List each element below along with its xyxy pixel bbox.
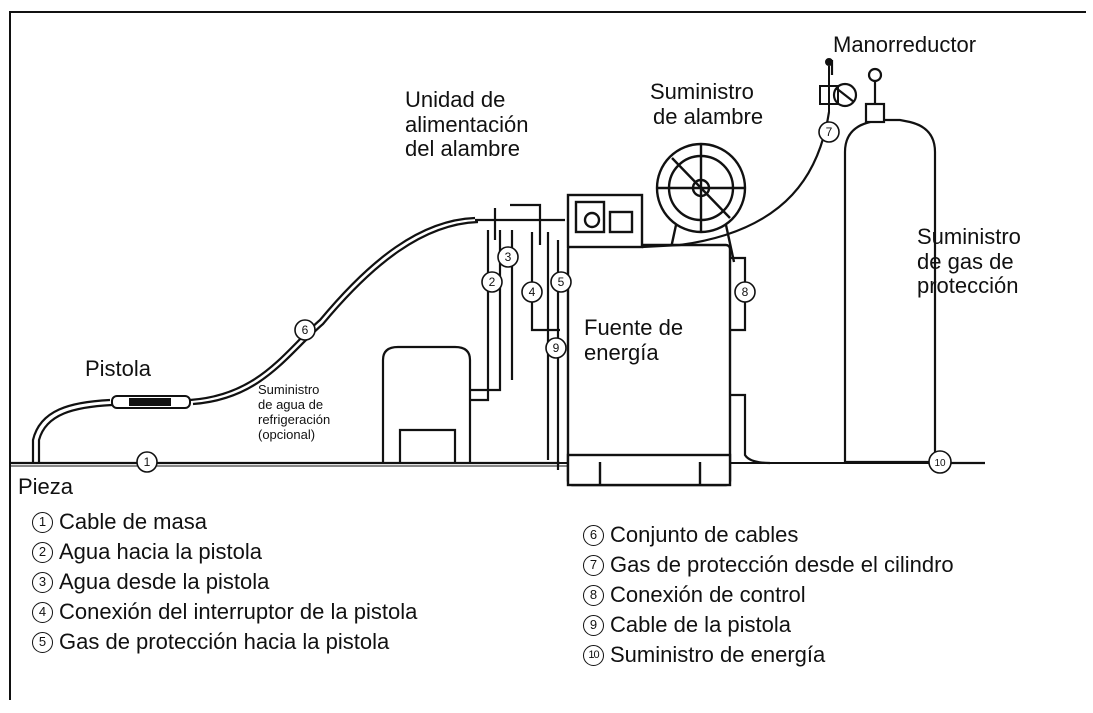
legend-text-8: Conexión de control bbox=[610, 582, 806, 607]
legend-text-3: Agua desde la pistola bbox=[59, 569, 270, 594]
legend-num-6: 6 bbox=[583, 524, 604, 546]
legend-item-8: 8 Conexión de control bbox=[583, 580, 954, 610]
legend-text-4: Conexión del interruptor de la pistola bbox=[59, 599, 418, 624]
legend-item-7: 7 Gas de protección desde el cilindro bbox=[583, 550, 954, 580]
label-wire-supply-line2: de alambre bbox=[653, 103, 764, 129]
legend-text-5: Gas de protección hacia la pistola bbox=[59, 629, 390, 654]
label-cooling: Suministro de agua de refrigeración (opc… bbox=[258, 382, 331, 443]
label-wire-feed-unit: Unidad de alimentación del alambre bbox=[405, 87, 529, 162]
legend-item-5: 5 Gas de protección hacia la pistola bbox=[32, 627, 417, 657]
marker-9: 9 bbox=[545, 337, 567, 359]
power-source-unit bbox=[566, 193, 732, 487]
legend-text-1: Cable de masa bbox=[59, 509, 207, 534]
legend-num-8: 8 bbox=[583, 584, 604, 606]
label-cooling-line4: (opcional) bbox=[258, 426, 316, 442]
legend-item-9: 9 Cable de la pistola bbox=[583, 610, 954, 640]
legend-text-7: Gas de protección desde el cilindro bbox=[610, 552, 954, 577]
legend-text-2: Agua hacia la pistola bbox=[59, 539, 263, 564]
marker-4-text: 4 bbox=[529, 285, 536, 299]
marker-2-text: 2 bbox=[489, 275, 496, 289]
label-wire-supply: Suministro de alambre bbox=[650, 79, 764, 129]
label-wire-feed-unit-line2: alimentación bbox=[405, 111, 529, 137]
marker-7: 7 bbox=[818, 121, 840, 143]
marker-3-text: 3 bbox=[505, 250, 512, 264]
label-wire-supply-line1: Suministro bbox=[650, 79, 754, 104]
marker-8: 8 bbox=[734, 281, 756, 303]
marker-5-text: 5 bbox=[558, 275, 565, 289]
legend-num-3: 3 bbox=[32, 571, 53, 593]
legend-text-9: Cable de la pistola bbox=[610, 612, 792, 637]
label-cooling-line1: Suministro bbox=[258, 382, 320, 397]
marker-4: 4 bbox=[521, 281, 543, 303]
marker-1: 1 bbox=[136, 451, 158, 473]
label-wire-feed-unit-line1: Unidad de bbox=[405, 87, 506, 112]
label-power-source: Fuente de energía bbox=[584, 315, 684, 365]
legend-item-1: 1 Cable de masa bbox=[32, 507, 417, 537]
label-wire-feed-unit-line3: del alambre bbox=[405, 136, 520, 162]
legend-item-6: 6 Conjunto de cables bbox=[583, 520, 954, 550]
label-gas-supply-line3: protección bbox=[917, 273, 1019, 299]
marker-10-text: 10 bbox=[934, 458, 946, 469]
wire-spool bbox=[655, 142, 747, 263]
legend-num-4: 4 bbox=[32, 601, 53, 623]
legend-right: 6 Conjunto de cables 7 Gas de protección d… bbox=[583, 520, 954, 670]
legend-text-6: Conjunto de cables bbox=[610, 522, 799, 547]
label-workpiece: Pieza bbox=[18, 474, 74, 499]
legend-num-7: 7 bbox=[583, 554, 604, 576]
label-gas-supply-line2: de gas de bbox=[917, 248, 1014, 274]
label-gun: Pistola bbox=[85, 356, 152, 381]
welding-gun bbox=[111, 395, 191, 409]
cooling-unit bbox=[381, 345, 472, 463]
marker-9-text: 9 bbox=[553, 341, 560, 355]
label-manometer: Manorreductor bbox=[833, 32, 977, 57]
legend-item-4: 4 Conexión del interruptor de la pistola bbox=[32, 597, 417, 627]
legend-text-10: Suministro de energía bbox=[610, 642, 826, 667]
pressure-regulator bbox=[819, 58, 839, 112]
label-gas-supply-line1: Suministro bbox=[917, 224, 1021, 249]
marker-7-text: 7 bbox=[826, 125, 833, 139]
legend-num-10: 10 bbox=[583, 644, 604, 666]
marker-8-text: 8 bbox=[742, 285, 749, 299]
legend-num-1: 1 bbox=[32, 511, 53, 533]
legend-num-9: 9 bbox=[583, 614, 604, 636]
legend-item-3: 3 Agua desde la pistola bbox=[32, 567, 417, 597]
marker-10: 10 bbox=[928, 450, 952, 474]
label-cooling-line3: refrigeración bbox=[258, 411, 331, 427]
marker-3: 3 bbox=[497, 246, 519, 268]
marker-6: 6 bbox=[294, 319, 316, 341]
legend-num-2: 2 bbox=[32, 541, 53, 563]
legend-item-2: 2 Agua hacia la pistola bbox=[32, 537, 417, 567]
marker-5: 5 bbox=[550, 271, 572, 293]
marker-1-text: 1 bbox=[144, 455, 151, 469]
marker-2: 2 bbox=[481, 271, 503, 293]
label-power-source-line2: energía bbox=[584, 339, 659, 365]
legend-num-5: 5 bbox=[32, 631, 53, 653]
label-power-source-line1: Fuente de bbox=[584, 315, 684, 340]
label-cooling-line2: de agua de bbox=[258, 396, 324, 412]
diagram-markers: 1 2 3 4 5 6 7 8 9 10 bbox=[136, 121, 952, 474]
diagram-frame bbox=[9, 11, 1086, 700]
legend-item-10: 10 Suministro de energía bbox=[583, 640, 954, 670]
label-gas-supply: Suministro de gas de protección bbox=[917, 224, 1021, 299]
marker-6-text: 6 bbox=[302, 323, 309, 337]
